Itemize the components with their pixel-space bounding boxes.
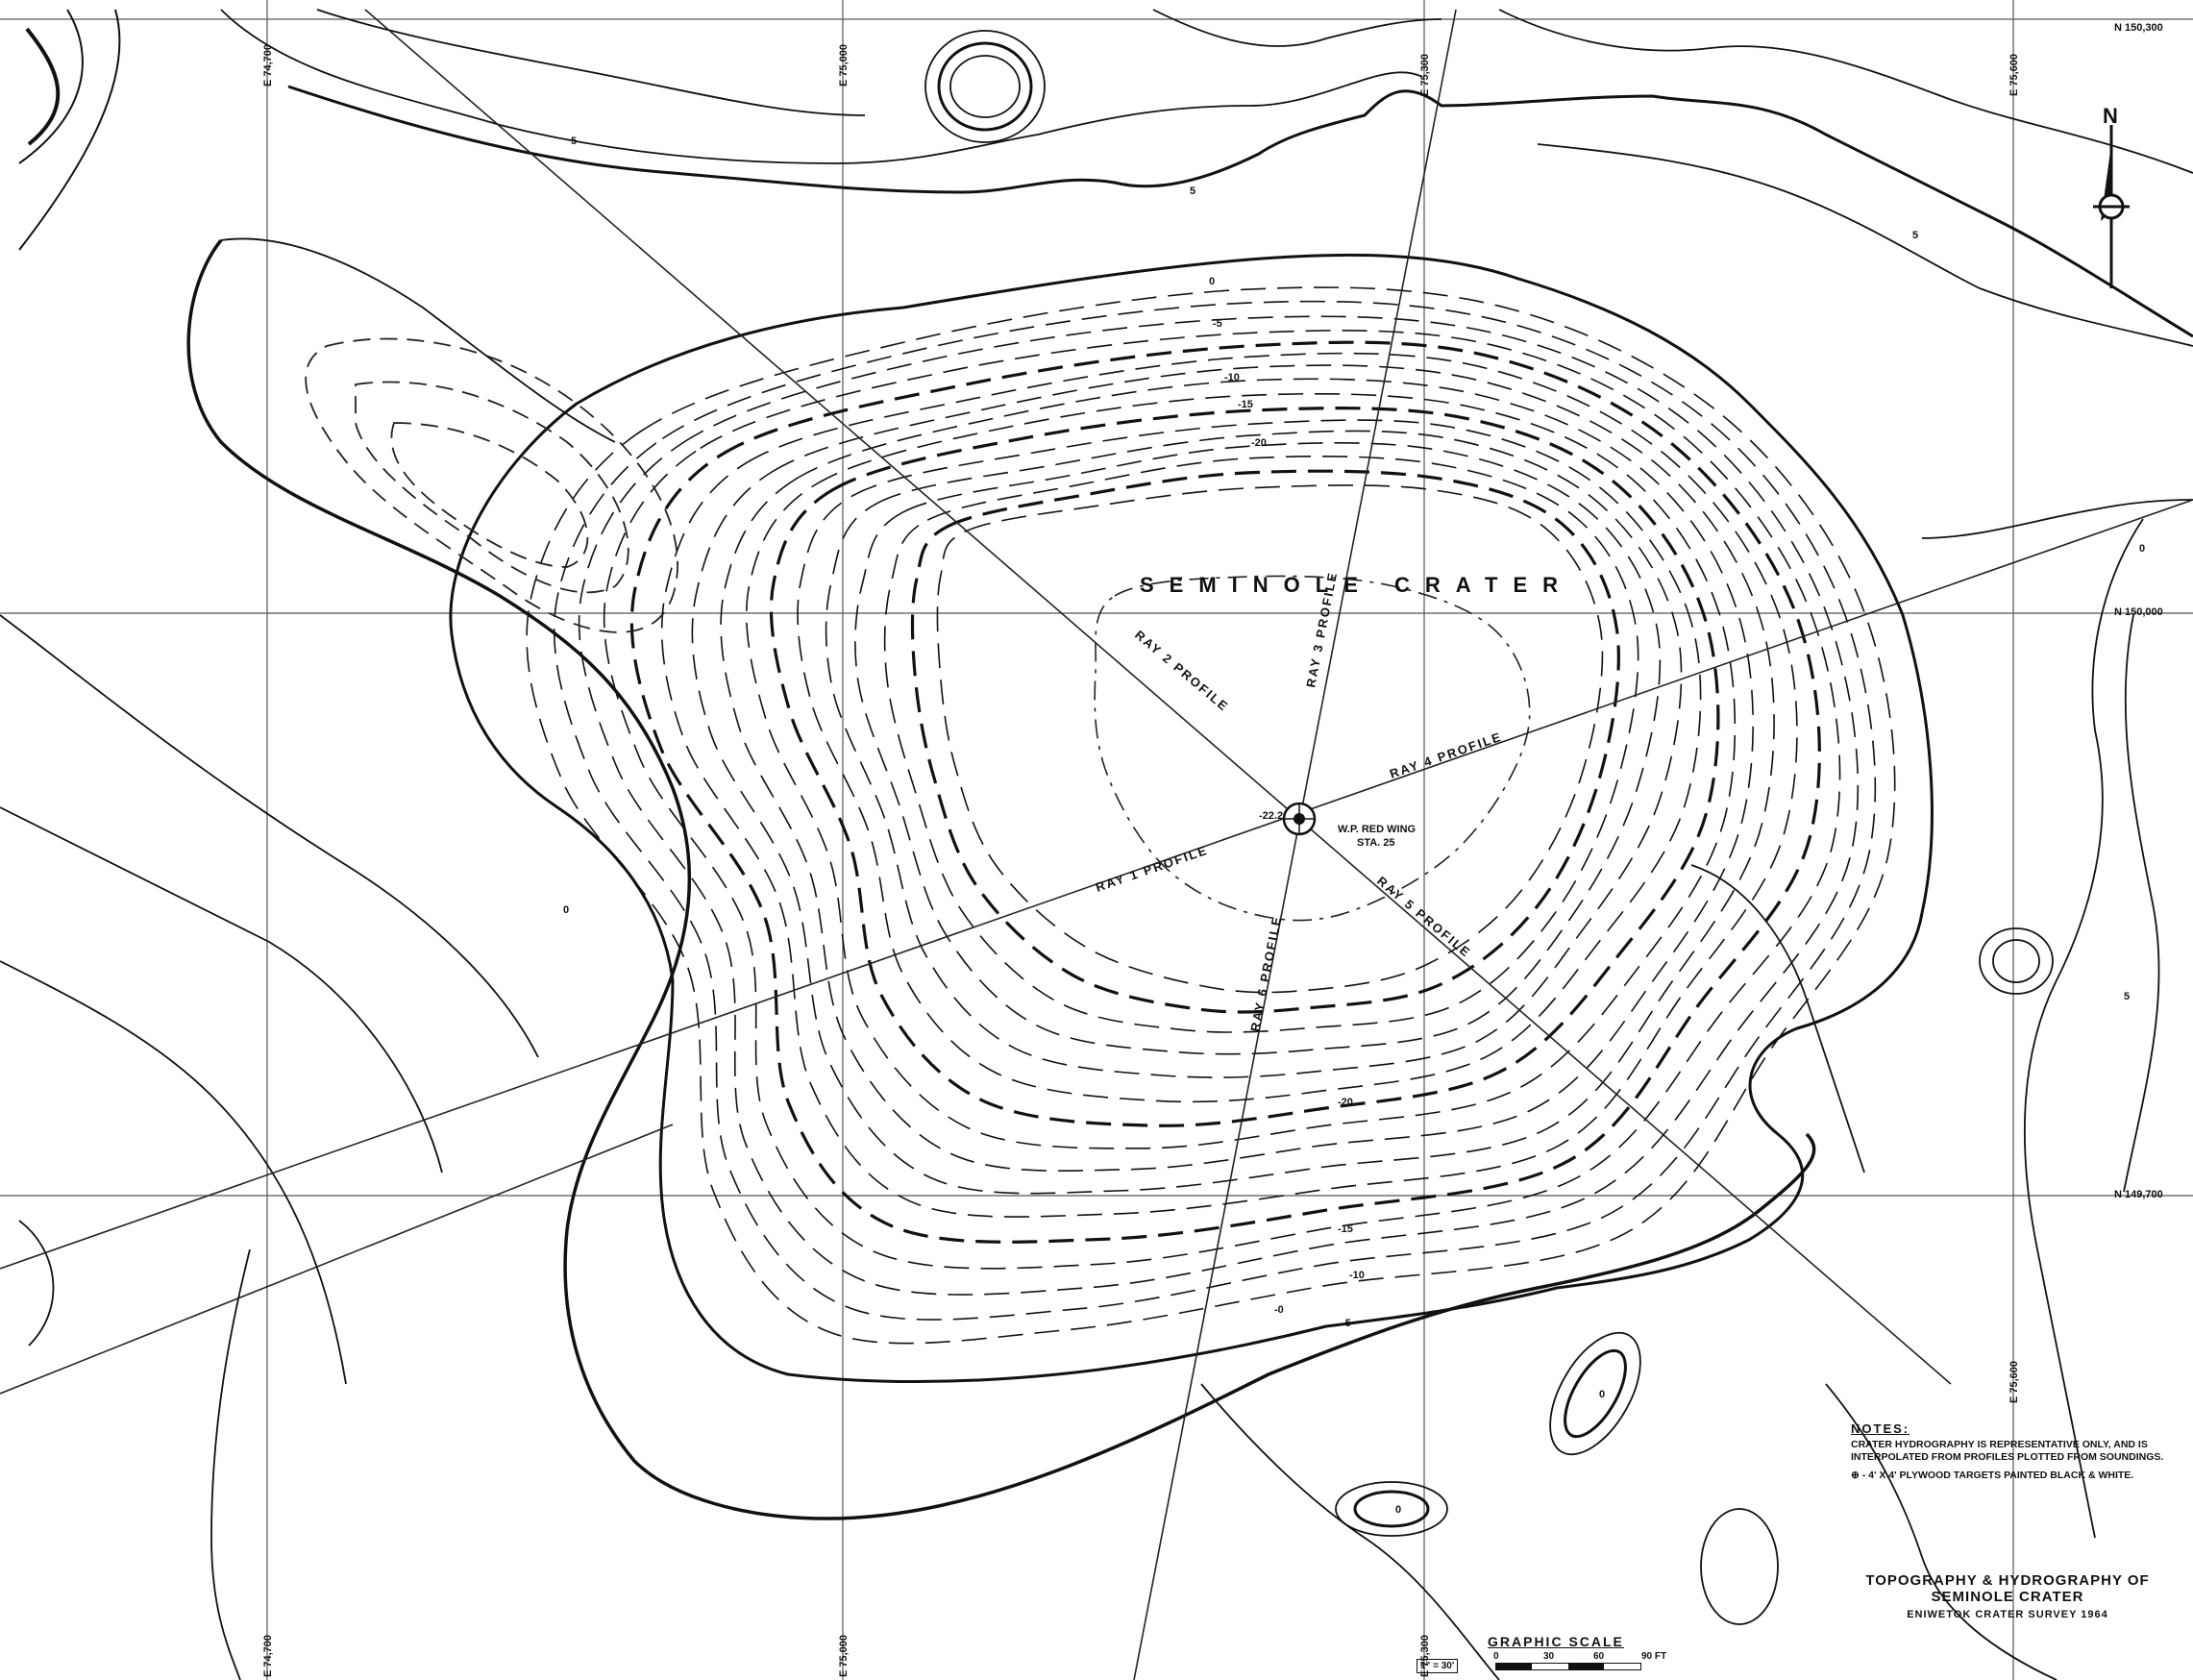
crater-floor-contour — [1094, 575, 1531, 922]
scale-heading: GRAPHIC SCALE — [1488, 1634, 1624, 1649]
contour-value: 0 — [1395, 1504, 1401, 1516]
ray-profile-lines — [0, 9, 2193, 1680]
depth-contour-line — [825, 430, 1683, 1078]
contour-value: -0 — [1274, 1304, 1284, 1316]
grid-label: N 149,700 — [2114, 1189, 2163, 1200]
grid-label: E 74,700 — [262, 44, 274, 86]
depth-contour-line — [526, 286, 1896, 1345]
depth-contour-line — [691, 364, 1775, 1195]
depth-contour-line — [603, 330, 1841, 1270]
notes-block: NOTES: CRATER HYDROGRAPHY IS REPRESENTAT… — [1851, 1422, 2168, 1488]
contour-value: 5 — [1190, 185, 1195, 197]
contour-value: -15 — [1338, 1223, 1353, 1235]
ray-2-label: RAY 2 PROFILE — [1132, 628, 1232, 714]
ray-4-label: RAY 4 PROFILE — [1388, 729, 1504, 781]
contour-value: -10 — [1224, 372, 1240, 383]
depth-contour-line — [883, 456, 1639, 1033]
depth-contour-line — [854, 442, 1662, 1055]
contour-value: 5 — [1912, 230, 1918, 241]
depth-contour-line — [720, 378, 1754, 1172]
contour-value: 0 — [563, 904, 569, 916]
scale-tick-30: 30 — [1543, 1651, 1555, 1662]
contour-value: -20 — [1251, 437, 1267, 449]
terrain-contours — [0, 9, 2193, 1680]
grid-label: E 75,000 — [838, 1635, 850, 1677]
depth-contour-line — [745, 392, 1737, 1149]
contour-value: 0 — [1599, 1389, 1605, 1400]
contour-value: -5 — [1342, 1318, 1351, 1329]
ground-zero-target — [1282, 802, 1317, 836]
title-line-1: TOPOGRAPHY & HYDROGRAPHY OF — [1865, 1572, 2150, 1589]
depth-contour-line — [797, 419, 1702, 1103]
grid-label: E 75,000 — [838, 44, 850, 86]
center-depth-label: -22.2 — [1259, 810, 1283, 822]
ray-1-label: RAY 1 PROFILE — [1094, 843, 1210, 895]
center-station-label: STA. 25 — [1357, 837, 1395, 849]
contour-value: 5 — [2124, 991, 2130, 1002]
scale-bar — [1495, 1663, 1641, 1670]
crater-rim-contour — [449, 253, 1934, 1383]
center-point-label: W.P. RED WING — [1338, 824, 1416, 835]
scale-tick-90: 90 FT — [1641, 1651, 1667, 1662]
title-block: TOPOGRAPHY & HYDROGRAPHY OF SEMINOLE CRA… — [1849, 1572, 2166, 1620]
crater-title-label: SEMINOLE CRATER — [1140, 573, 1573, 597]
scale-ratio: 1" = 30' — [1417, 1659, 1459, 1673]
contour-value: 0 — [2139, 543, 2145, 555]
scale-ticks: 0 30 60 90 FT — [1488, 1651, 1689, 1665]
contour-value: -15 — [1238, 399, 1253, 410]
depth-contours — [526, 286, 1896, 1345]
notes-heading: NOTES: — [1851, 1421, 1910, 1436]
ray-6-label: RAY 6 PROFILE — [1247, 914, 1284, 1032]
depth-contour-line — [553, 300, 1877, 1321]
grid-label: N 150,300 — [2114, 22, 2163, 34]
title-line-2: SEMINOLE CRATER — [1931, 1589, 2084, 1605]
grid-label: E 75,300 — [1419, 54, 1431, 96]
notes-line-1: CRATER HYDROGRAPHY IS REPRESENTATIVE ONL… — [1851, 1439, 2164, 1463]
graphic-scale: GRAPHIC SCALE 0 30 60 90 FT 1" = 30' — [1417, 1634, 1689, 1673]
notes-line-2: ⊕ - 4' X 4' PLYWOOD TARGETS PAINTED BLAC… — [1851, 1470, 2134, 1481]
contour-value: -10 — [1349, 1270, 1365, 1281]
north-label: N — [2103, 104, 2118, 128]
title-line-3: ENIWETOK CRATER SURVEY 1964 — [1907, 1609, 2108, 1620]
depth-contour-line — [769, 407, 1720, 1127]
grid-label: E 75,300 — [1419, 1635, 1431, 1677]
grid-label: E 75,600 — [2008, 54, 2020, 96]
grid-label: E 75,600 — [2008, 1361, 2020, 1403]
left-lobe-contours — [305, 337, 678, 633]
scale-tick-0: 0 — [1493, 1651, 1499, 1662]
depth-contour-line — [629, 340, 1821, 1244]
contour-value: 0 — [1209, 276, 1215, 287]
north-arrow-icon — [2093, 125, 2130, 288]
grid-label: E 74,700 — [262, 1635, 274, 1677]
scale-tick-60: 60 — [1593, 1651, 1605, 1662]
contour-value: -20 — [1338, 1097, 1353, 1108]
depth-contour-line — [910, 469, 1620, 1014]
grid-label: N 150,000 — [2114, 606, 2163, 618]
depth-contour-line — [936, 484, 1604, 994]
depth-contour-line — [578, 315, 1860, 1296]
depth-contour-line — [660, 352, 1798, 1218]
contour-value: -5 — [1213, 318, 1222, 330]
contour-value: 5 — [571, 136, 577, 147]
